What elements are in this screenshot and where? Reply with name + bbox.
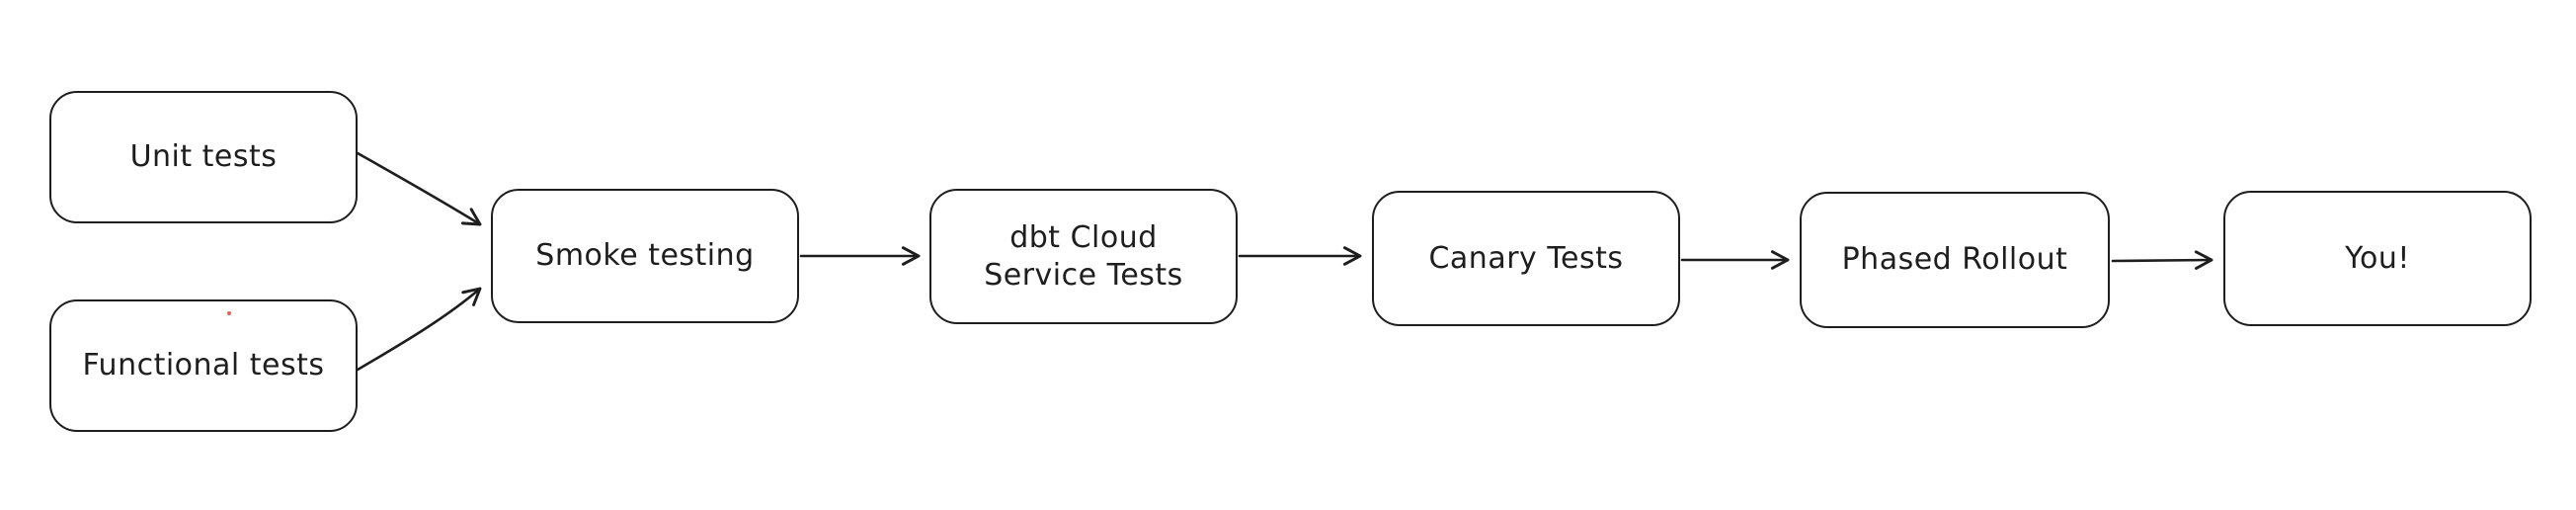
node-you-label: You! <box>2345 240 2410 276</box>
node-smoke-testing-label: Smoke testing <box>535 238 755 274</box>
node-dbt-cloud-service-tests: dbt Cloud Service Tests <box>929 189 1238 324</box>
node-dbt-cloud-service-tests-label: dbt Cloud Service Tests <box>984 220 1183 293</box>
node-phased-rollout: Phased Rollout <box>1800 192 2110 328</box>
node-smoke-testing: Smoke testing <box>491 189 799 323</box>
arrow-unit-tests-to-smoke-testing <box>356 151 482 226</box>
node-functional-tests: Functional tests <box>49 299 358 432</box>
node-unit-tests: Unit tests <box>49 91 358 223</box>
node-canary-tests-label: Canary Tests <box>1428 240 1624 276</box>
node-you: You! <box>2223 191 2532 326</box>
node-canary-tests: Canary Tests <box>1372 191 1680 326</box>
node-unit-tests-label: Unit tests <box>129 139 278 175</box>
node-functional-tests-label: Functional tests <box>82 348 325 383</box>
red-dot-artifact <box>227 311 231 315</box>
arrow-phased-rollout-to-you <box>2111 250 2214 270</box>
arrow-functional-tests-to-smoke-testing <box>356 287 482 372</box>
node-phased-rollout-label: Phased Rollout <box>1841 242 2068 278</box>
